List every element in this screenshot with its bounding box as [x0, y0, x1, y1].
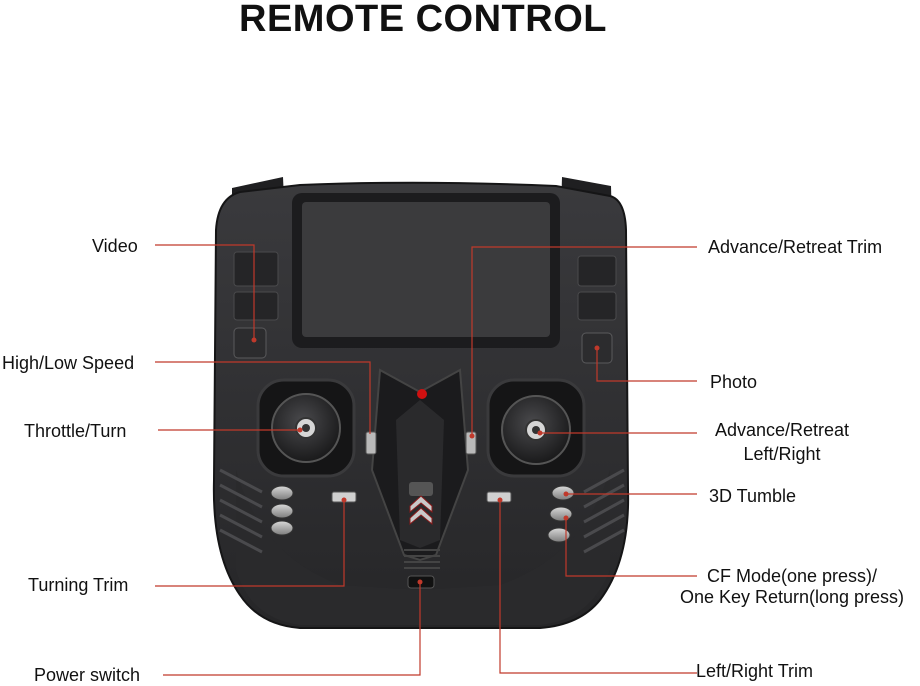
label-cf-mode: CF Mode(one press)/ [706, 566, 878, 586]
label-turning-trim: Turning Trim [28, 575, 129, 595]
label-advance-retreat-trim: Advance/Retreat Trim [708, 237, 883, 257]
screen [302, 202, 550, 337]
tumble-3d-button [551, 485, 575, 501]
right-oval-button-3 [547, 527, 571, 543]
label-high-low-speed: High/Low Speed [2, 353, 135, 373]
left-oval-button-3 [270, 520, 294, 536]
label-advance-retreat: Advance/Retreat [714, 420, 850, 440]
cf-mode-button [549, 506, 573, 522]
left-slot-top [233, 251, 279, 287]
label-video: Video [92, 236, 138, 256]
left-slot-mid [233, 291, 279, 321]
left-oval-button-1 [270, 485, 294, 501]
label-one-key-return: One Key Return(long press) [679, 587, 905, 607]
center-chevron-top [409, 495, 433, 514]
label-power-switch: Power switch [34, 665, 141, 685]
video-button [233, 327, 267, 359]
leader-lines [155, 244, 697, 676]
page-title: REMOTE CONTROL [239, 0, 607, 40]
label-3d-tumble: 3D Tumble [709, 486, 797, 506]
high-low-speed-trim [365, 431, 377, 455]
left-oval-button-2 [270, 503, 294, 519]
center-chevron-bottom [409, 507, 433, 526]
label-left-right: Left/Right [743, 444, 821, 464]
center-logo-pad [409, 482, 433, 496]
label-left-right-trim: Left/Right Trim [696, 661, 814, 681]
right-slot-top [577, 255, 617, 287]
label-photo: Photo [710, 372, 758, 392]
label-throttle-turn: Throttle/Turn [24, 421, 127, 441]
status-led [417, 389, 427, 399]
right-slot-mid [577, 291, 617, 321]
